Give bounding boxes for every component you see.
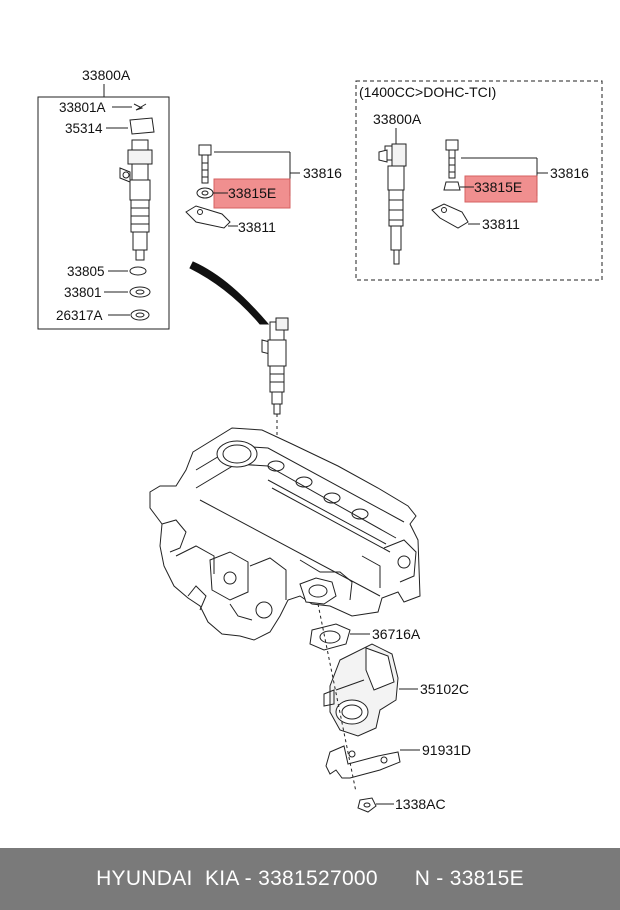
label-36716a: 36716A [372,626,421,642]
footer-part-number: HYUNDAI KIA - 3381527000 N - 33815E [96,867,524,890]
label-33805: 33805 [67,264,105,279]
engine-block-part [149,427,421,641]
washer-33801-part [129,286,151,298]
label-33816-right: 33816 [550,165,589,181]
throttle-body-35102c-part [323,643,399,737]
label-33816-left: 33816 [303,165,342,181]
label-33815e-left: 33815E [228,185,276,201]
washer-33815e-left-part [196,187,214,199]
label-33815e-right: 33815E [474,179,522,195]
left-fastener-group: 33816 33815E 33811 [185,144,342,235]
label-33801: 33801 [64,285,102,300]
injector-mounted-part [261,317,289,415]
parts-diagram: 33800A 33801A 35314 33805 33801 [37,67,603,813]
seal-26317a-part [130,309,150,321]
injector-right-part [378,143,407,265]
label-91931d: 91931D [422,742,471,758]
label-1338ac: 1338AC [395,796,446,812]
assembly-arrow [189,261,270,325]
label-33811-right: 33811 [482,216,520,232]
left-injector-group: 33800A 33801A 35314 33805 33801 [37,67,170,330]
bolt-33816-right-part [445,139,459,179]
nut-1338ac-part [357,797,377,813]
label-33800a-left: 33800A [82,67,131,83]
footer-bar: HYUNDAI KIA - 3381527000 N - 33815E [0,848,620,910]
variant-group: (1400CC>DOHC-TCI) 33800A [355,80,603,281]
washer-33815e-right-part [443,181,461,191]
oring-33805-part [129,266,147,276]
variant-box [355,80,603,281]
clip-35314-part [129,117,155,135]
clamp-33811-left-part [185,205,231,229]
variant-title: (1400CC>DOHC-TCI) [359,84,496,100]
clamp-33811-right-part [431,203,469,229]
label-33801a: 33801A [59,100,106,115]
label-33800a-right: 33800A [373,111,422,127]
gasket-36716a-part [309,623,351,651]
bolt-33816-left-part [198,144,212,184]
label-35314: 35314 [65,121,103,136]
label-35102c: 35102C [420,681,469,697]
bracket-91931d-part [325,745,401,779]
injector-left-part [119,139,153,261]
label-26317a: 26317A [56,308,103,323]
label-33811-left: 33811 [238,219,276,235]
clip-33801a-part [133,103,147,111]
highlight-33815e-right [464,175,538,203]
